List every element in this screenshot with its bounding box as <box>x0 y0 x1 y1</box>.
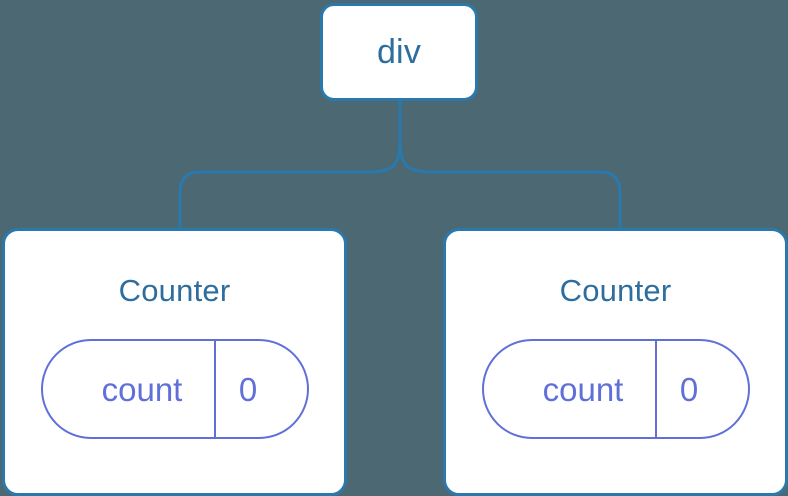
state-value-right: 0 <box>679 370 699 408</box>
state-pill-left[interactable]: count 0 <box>40 339 309 439</box>
node-div-label: div <box>376 33 422 71</box>
node-counter-right[interactable]: Counter count 0 <box>443 228 788 496</box>
node-div[interactable]: div <box>320 3 478 101</box>
edge-to-child-1 <box>398 140 622 230</box>
state-pill-right[interactable]: count 0 <box>481 339 750 439</box>
node-counter-left[interactable]: Counter count 0 <box>2 228 347 496</box>
state-key-left: count <box>43 341 216 437</box>
node-counter-left-title: Counter <box>118 273 231 308</box>
state-key-right: count <box>484 341 657 437</box>
node-counter-right-title: Counter <box>559 273 672 308</box>
state-value-left: 0 <box>238 370 258 408</box>
edge-to-child-0 <box>178 140 402 230</box>
